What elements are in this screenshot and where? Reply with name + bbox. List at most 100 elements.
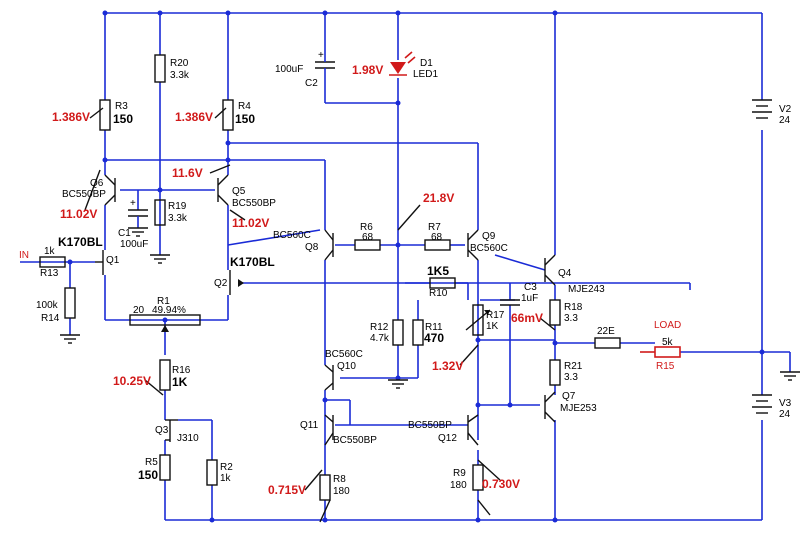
resistor-r13 — [39, 256, 66, 268]
label-r17-name: R17 — [486, 310, 505, 321]
label-r7-name: R7 — [428, 222, 441, 233]
label-r1-val: 20 — [133, 305, 145, 316]
label-r11-val: 470 — [424, 331, 444, 345]
label-q7-val: MJE253 — [560, 403, 597, 414]
label-c1-name: C1 — [118, 228, 131, 239]
label-q4-name: Q4 — [558, 268, 572, 279]
batteries — [752, 99, 772, 414]
label-r18-val: 3.3 — [564, 313, 578, 324]
label-q2-name: Q2 — [214, 278, 228, 289]
label-c3-name: C3 — [524, 282, 537, 293]
resistor-r21 — [549, 359, 561, 386]
resistor-r17 — [472, 304, 484, 336]
capacitors: + + — [128, 50, 520, 306]
voltage-q12-emitter: 0.730V — [482, 477, 520, 491]
label-r20-val: 3.3k — [170, 70, 190, 81]
label-q6-val: BC550BP — [62, 189, 106, 200]
label-q12-name: Q12 — [438, 433, 457, 444]
label-q10-name: Q10 — [337, 361, 356, 372]
label-q7-name: Q7 — [562, 391, 576, 402]
label-q11-name: Q11 — [300, 420, 319, 431]
ground-icon — [128, 227, 148, 237]
voltage-bias: 66mV — [511, 311, 543, 325]
label-r19-name: R19 — [168, 201, 187, 212]
label-r9-name: R9 — [453, 468, 466, 479]
voltage-q6-base: 11.02V — [60, 207, 97, 221]
label-r4-name: R4 — [238, 101, 251, 112]
label-r4-val: 150 — [235, 112, 255, 126]
junctions — [67, 10, 765, 523]
resistor-r6 — [354, 239, 381, 251]
label-q4-val: MJE243 — [568, 284, 605, 295]
resistors — [39, 54, 681, 501]
label-r18-name: R18 — [564, 302, 583, 313]
label-r11-name: R11 — [425, 322, 443, 333]
label-q12-val: BC550BP — [408, 420, 452, 431]
voltage-led: 1.98V — [352, 63, 383, 77]
label-r12-val: 4.7k — [370, 333, 390, 344]
measure-arrows — [84, 107, 556, 523]
transistors — [95, 174, 556, 446]
label-r13-name: R13 — [40, 268, 59, 279]
ground-icon — [60, 334, 80, 344]
label-q3-name: Q3 — [155, 425, 169, 436]
voltage-r17: 1.32V — [432, 359, 463, 373]
label-q5-val: BC550BP — [232, 198, 276, 209]
label-r3-name: R3 — [115, 101, 128, 112]
label-r17-val: 1K — [486, 321, 499, 332]
label-v3-val: 24 — [779, 409, 791, 420]
label-r16-name: R16 — [172, 365, 191, 376]
label-q1-name: Q1 — [106, 255, 120, 266]
resistor-r7 — [424, 239, 451, 251]
label-r10-val: 1K5 — [427, 264, 449, 278]
label-q2-val: K170BL — [230, 255, 275, 269]
resistor-r5 — [159, 454, 171, 481]
resistor-r4 — [222, 99, 234, 131]
label-q6-name: Q6 — [90, 178, 104, 189]
label-q5-name: Q5 — [232, 186, 246, 197]
label-r9-val: 180 — [450, 480, 467, 491]
label-r8-name: R8 — [333, 474, 346, 485]
label-q3-val: J310 — [177, 433, 199, 444]
label-c3-val: 1uF — [521, 293, 538, 304]
voltage-q5-collector: 11.6V — [172, 166, 203, 180]
label-r14-name: R14 — [41, 313, 60, 324]
voltage-readings: 1.386V 1.386V 11.02V 11.6V 11.02V 1.98V … — [52, 63, 543, 497]
label-v3-name: V3 — [779, 398, 792, 409]
resistor-r10 — [429, 277, 456, 289]
voltage-q11-emitter: 0.715V — [268, 483, 306, 497]
svg-text:+: + — [318, 50, 324, 61]
label-q11-val: BC550BP — [333, 435, 377, 446]
ground-icon — [780, 371, 800, 381]
label-r22-val: 22E — [597, 326, 615, 337]
label-r6-name: R6 — [360, 222, 373, 233]
label-q8-name: Q8 — [305, 242, 319, 253]
resistor-r14 — [64, 287, 76, 319]
svg-text:+: + — [130, 198, 136, 209]
label-r2-val: 1k — [220, 473, 232, 484]
resistor-r3 — [99, 99, 111, 131]
label-q9-name: Q9 — [482, 231, 496, 242]
label-c2-name: C2 — [305, 78, 318, 89]
label-v2-val: 24 — [779, 115, 791, 126]
label-in: IN — [19, 250, 29, 261]
resistor-r9 — [472, 464, 484, 491]
led-d1 — [389, 51, 416, 76]
label-q1-val: K170BL — [58, 235, 103, 249]
label-d1-val: LED1 — [413, 69, 438, 80]
resistor-r16 — [159, 359, 171, 391]
ground-icon — [388, 379, 408, 389]
voltage-r4: 1.386V — [175, 110, 213, 124]
label-r19-val: 3.3k — [168, 213, 188, 224]
ground-icon — [150, 254, 170, 264]
resistor-r15 — [654, 346, 681, 358]
label-r12-name: R12 — [370, 322, 389, 333]
component-labels: R3 150 R20 3.3k R4 150 R19 3.3k C1 100uF… — [19, 58, 792, 497]
label-r1-name: R1 — [157, 296, 170, 307]
ground-symbols — [60, 227, 800, 389]
voltage-r16: 10.25V — [113, 374, 151, 388]
voltage-q5-base: 11.02V — [232, 216, 269, 230]
label-r6-val: 68 — [362, 232, 374, 243]
